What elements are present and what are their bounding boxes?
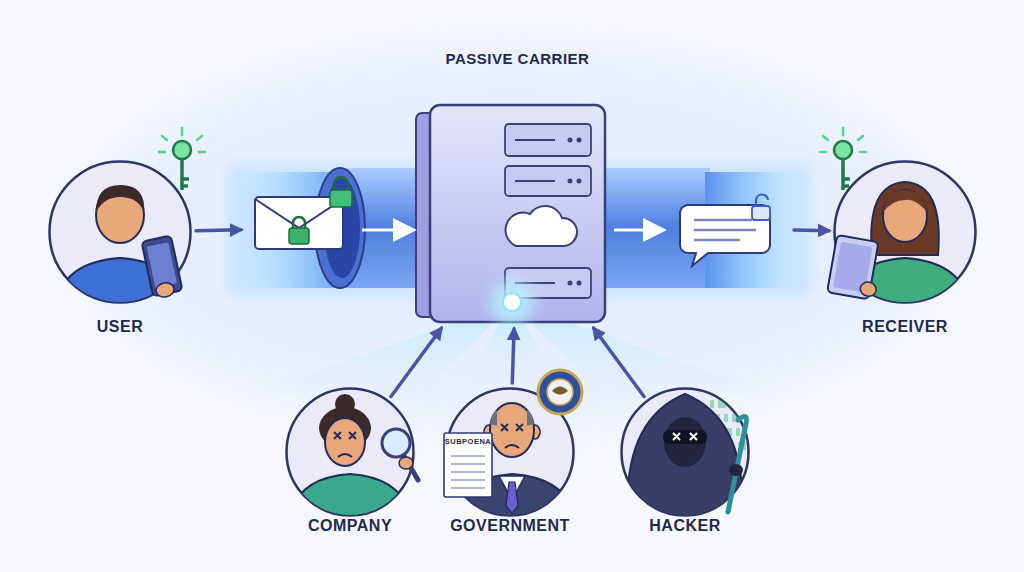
server-illustration <box>577 281 582 286</box>
node-label: USER <box>97 318 143 336</box>
observer-circle: COMPANY <box>285 387 415 517</box>
decrypted-message <box>756 194 768 206</box>
decrypted-message <box>680 194 770 266</box>
encrypted-envelope <box>289 228 309 244</box>
flow-arrow <box>794 228 829 232</box>
intercept-glow <box>490 280 534 324</box>
tube-lock <box>330 177 352 207</box>
carrier-band: PASSIVE CARRIER <box>245 125 790 325</box>
encrypted-envelope <box>293 217 305 228</box>
government-seal <box>552 387 568 395</box>
person-circle: USER <box>48 160 192 304</box>
user-key <box>182 159 189 190</box>
right-tube <box>600 168 710 288</box>
document-title: SUBPOENA <box>445 437 492 446</box>
observer-circle: GOVERNMENTSUBPOENA <box>445 387 575 517</box>
flow-arrow <box>391 328 441 396</box>
circle-outline <box>835 162 976 303</box>
circle-outline <box>50 162 191 303</box>
encrypted-envelope <box>255 197 343 249</box>
document-line <box>451 487 485 489</box>
document-line <box>451 455 485 457</box>
tube-lock <box>330 190 352 207</box>
document-line <box>451 463 485 465</box>
node-label: GOVERNMENT <box>450 517 570 535</box>
circle-outline <box>833 160 977 304</box>
intercept-glow <box>503 293 521 311</box>
server-illustration <box>577 179 582 184</box>
circle-outline <box>622 389 749 516</box>
user-key <box>173 141 191 159</box>
circle-outline <box>285 387 415 517</box>
user-key <box>159 128 205 152</box>
flow-arrows <box>614 229 662 232</box>
observer-circle: HACKER <box>620 387 750 517</box>
government-seal <box>547 379 573 405</box>
flow-arrows <box>362 229 412 232</box>
server-illustration <box>568 281 573 286</box>
ambient-glow <box>82 45 942 425</box>
flow-arrow <box>594 328 644 396</box>
node-label: HACKER <box>649 517 720 535</box>
server-illustration <box>568 138 573 143</box>
node-label: PASSIVE CARRIER <box>446 50 590 67</box>
receiver-key <box>820 128 866 152</box>
server-illustration <box>577 138 582 143</box>
server-illustration <box>568 179 573 184</box>
server-illustration <box>506 206 577 246</box>
right-tube <box>590 164 810 296</box>
receiver-key <box>834 141 852 159</box>
left-tube <box>315 168 365 288</box>
node-label: RECEIVER <box>862 318 948 336</box>
subpoena-document: SUBPOENA <box>443 432 493 498</box>
flow-arrow <box>512 329 514 383</box>
left-tube <box>324 178 360 278</box>
circle-outline <box>48 160 192 304</box>
flow-arrows <box>362 230 662 231</box>
tube-lock <box>334 177 348 190</box>
intercept-glow <box>490 280 534 324</box>
decrypted-message <box>680 205 770 266</box>
document-line <box>451 471 485 473</box>
flow-arrow <box>196 228 241 232</box>
decrypted-message <box>752 206 770 220</box>
document-outline <box>444 433 492 497</box>
receiver-key <box>843 159 850 190</box>
circle-outline <box>620 387 750 517</box>
circle-outline <box>287 389 414 516</box>
node-label: COMPANY <box>308 517 392 535</box>
right-tube <box>705 172 800 288</box>
right-tube <box>590 164 810 296</box>
person-circle: RECEIVER <box>833 160 977 304</box>
document-line <box>451 479 485 481</box>
decrypted-message <box>694 220 756 240</box>
encrypted-envelope <box>255 199 343 228</box>
encrypted-envelope <box>255 197 343 249</box>
